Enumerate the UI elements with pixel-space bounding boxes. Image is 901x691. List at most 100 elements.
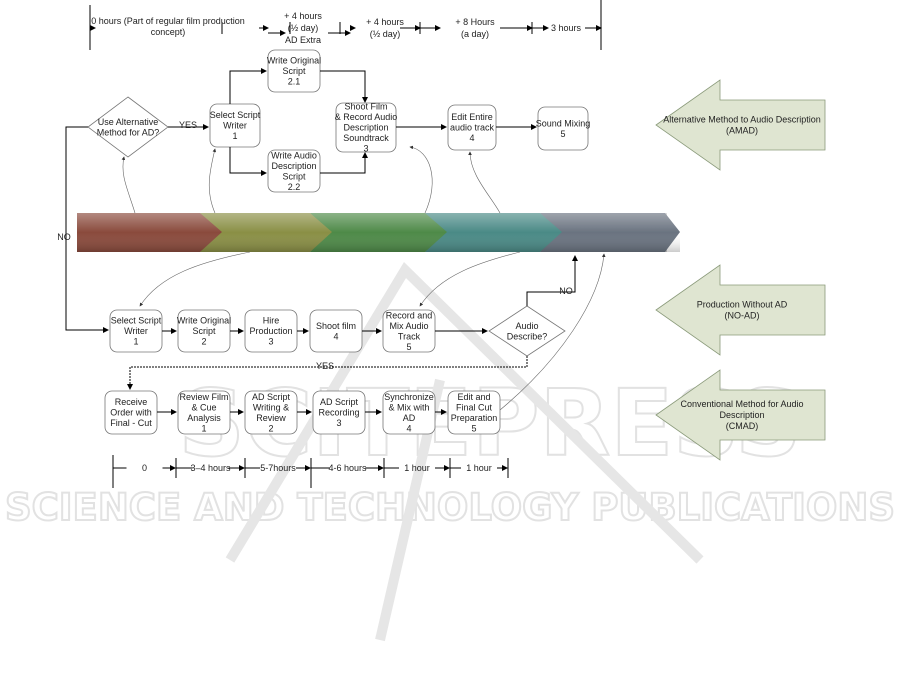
- amad-step-shoot-record-text: Shoot Film: [344, 102, 387, 112]
- timeline-label: 3 hours: [551, 23, 582, 33]
- cmad-step-3-text: Recording: [318, 408, 359, 418]
- noad-decision-diamond-text: Audio: [515, 321, 538, 331]
- amad-step-sound-mixing-text: Sound Mixing: [536, 118, 591, 128]
- amad-step-shoot-record-text: & Record Audio: [335, 112, 398, 122]
- connector-arrow: [229, 147, 267, 176]
- top-timeline: 0 hours (Part of regular film production…: [89, 0, 602, 50]
- noad-step-5-text: Record and: [386, 310, 433, 320]
- amad-step-write-ad-script-text: Description: [271, 161, 316, 171]
- amad-decision-diamond-text: Method for AD?: [97, 127, 160, 137]
- no-label: NO: [559, 286, 573, 296]
- yes-label: YES: [316, 361, 334, 371]
- amad-step-write-ad-script-text: Script: [282, 171, 306, 181]
- noad-step-4-text: Shoot film: [316, 321, 356, 331]
- amad-label-arrow-text: (AMAD): [726, 126, 758, 136]
- noad-step-5-text: 5: [406, 342, 411, 352]
- cmad-step-4-text: & Mix with: [388, 402, 429, 412]
- timeline-label: 5-7hours: [260, 463, 296, 473]
- timeline-label: 1 hour: [466, 463, 492, 473]
- amad-step-sound-mixing-text: 5: [560, 129, 565, 139]
- curved-connector: [139, 251, 251, 307]
- cmad-step-2-text: Writing &: [253, 402, 289, 412]
- noad-step-3-text: Hire: [263, 316, 280, 326]
- noad-label-arrow: Production Without AD(NO-AD): [655, 264, 826, 356]
- cmad-step-5-text: Final Cut: [456, 402, 493, 412]
- amad-step-edit-audio-text: Edit Entire: [451, 112, 493, 122]
- no-label: NO: [57, 232, 71, 242]
- connector-arrow: [127, 356, 528, 390]
- watermark-subtitle: SCIENCE AND TECHNOLOGY PUBLICATIONS: [5, 486, 895, 529]
- curved-connector: [419, 251, 521, 307]
- cmad-step-0-text: Order with: [110, 408, 152, 418]
- amad-step-write-original-text: Write Original: [267, 56, 321, 66]
- timeline-label: + 8 Hours: [455, 17, 495, 27]
- cmad-step-2-text: Review: [256, 413, 286, 423]
- noad-step-4-text: 4: [333, 331, 338, 341]
- timeline-label: (a day): [461, 29, 489, 39]
- cmad-step-5-text: 5: [471, 423, 476, 433]
- noad-step-2-text: 2: [201, 337, 206, 347]
- noad-decision-diamond-text: Describe?: [507, 331, 548, 341]
- cmad-step-4-text: Synchronize: [384, 392, 434, 402]
- connector-arrow: [65, 126, 109, 333]
- connector-arrow: [526, 255, 578, 306]
- yes-label: YES: [179, 120, 197, 130]
- amad-step-shoot-record-text: Soundtrack: [343, 133, 389, 143]
- timeline-label: 1 hour: [404, 463, 430, 473]
- amad-step-write-ad-script-text: Write Audio: [271, 150, 317, 160]
- cmad-label-arrow-text: Conventional Method for Audio: [680, 399, 803, 409]
- noad-label-arrow-text: (NO-AD): [725, 311, 760, 321]
- cmad-step-2-text: AD Script: [252, 392, 291, 402]
- noad-label-arrow-text: Production Without AD: [697, 300, 788, 310]
- timeline-label: concept): [151, 27, 186, 37]
- amad-step-shoot-record[interactable]: Shoot Film& Record AudioDescriptionSound…: [335, 102, 398, 154]
- timeline-label: + 4 hours: [366, 17, 404, 27]
- amad-step-write-original-text: 2.1: [288, 77, 301, 87]
- cmad-step-0-text: Final - Cut: [110, 418, 152, 428]
- timeline-label: AD Extra: [285, 35, 321, 45]
- noad-step-2-text: Write Original: [177, 316, 231, 326]
- amad-label-arrow-text: Alternative Method to Audio Description: [663, 115, 821, 125]
- connector-arrow: [320, 152, 368, 174]
- cmad-step-4-text: 4: [406, 423, 411, 433]
- amad-step-select-writer-text: Writer: [223, 121, 247, 131]
- amad-step-select-writer-text: Select Script: [210, 110, 261, 120]
- timeline-label: 0 hours (Part of regular film production: [91, 16, 245, 26]
- noad-step-5-text: Mix Audio: [389, 321, 428, 331]
- curved-connector: [121, 156, 136, 214]
- cmad-step-1-text: Review Film: [179, 392, 228, 402]
- amad-step-write-original-text: Script: [282, 66, 306, 76]
- timeline-label: + 4 hours: [284, 11, 322, 21]
- noad-step-5-text: Track: [398, 331, 421, 341]
- curved-connector: [208, 148, 217, 214]
- cmad-step-3-text: 3: [336, 418, 341, 428]
- amad-decision-diamond-text: Use Alternative: [98, 117, 159, 127]
- timeline-label: (½ day): [288, 23, 319, 33]
- cmad-step-1-text: 1: [201, 423, 206, 433]
- noad-step-1-text: 1: [133, 337, 138, 347]
- amad-label-arrow: Alternative Method to Audio Description(…: [655, 79, 826, 171]
- connector-arrow: [320, 70, 368, 103]
- noad-step-3-text: 3: [268, 337, 273, 347]
